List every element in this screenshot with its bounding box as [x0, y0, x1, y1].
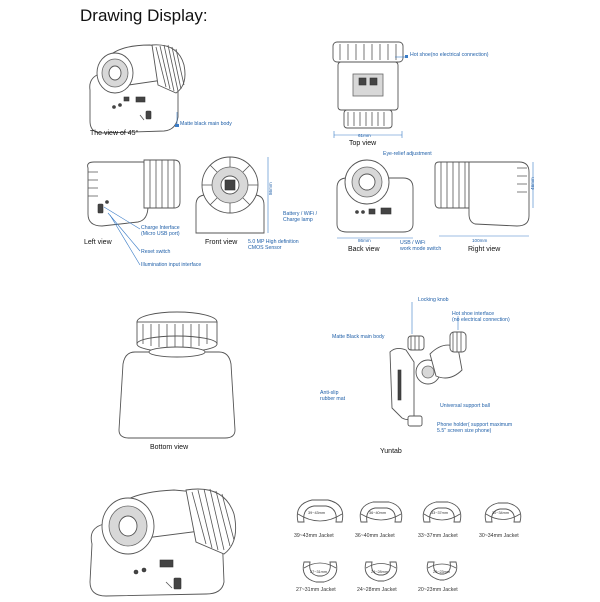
annotation-phone-holder: Phone holder( support maximum 5.5" scree…: [437, 422, 513, 434]
jacket-ring-icon: [426, 561, 458, 581]
annotation-matte-body-yuntab: Matte Black main body: [332, 334, 385, 340]
jacket-ring-text: 27~31mm: [310, 570, 327, 574]
label-front-view: Front view: [205, 239, 238, 246]
dim-86mm-front: 86mm: [268, 182, 273, 195]
annotation-locking-knob: Locking knob: [418, 297, 449, 303]
label-right-view: Right view: [468, 246, 501, 253]
label-top-view: Top view: [349, 140, 377, 147]
jacket-label: 39~43mm Jacket: [294, 533, 334, 539]
page-title: Drawing Display:: [80, 6, 208, 25]
marker-lines-45: [175, 112, 179, 127]
jacket-ring-text: 33~37mm: [431, 511, 448, 515]
jacket-label: 20~23mm Jacket: [418, 587, 458, 593]
label-45-view: The view of 45°: [90, 130, 139, 137]
annotation-reset: Reset switch: [141, 249, 171, 255]
annotation-matte-body: Matte black main body: [180, 121, 232, 127]
label-yuntab: Yuntab: [380, 448, 402, 455]
dim-61mm: 61mm: [358, 133, 371, 138]
device-left-view-drawing: [87, 159, 181, 227]
device-large-render-drawing: [89, 488, 237, 597]
marker-line-hotshoe: [395, 55, 408, 58]
jackets-grid: 39~43mm 39~43mm Jacket 36~40mm 36~40mm J…: [285, 492, 595, 602]
annotation-battery: Battery / WiFi / Charge lamp: [283, 211, 318, 223]
device-back-view-drawing: [336, 159, 414, 239]
jacket-ring-icon: [296, 499, 344, 523]
annotation-anti-slip: Anti-slip rubber mat: [320, 390, 346, 402]
jacket-ring-icon: [484, 502, 522, 523]
device-bottom-view-drawing: [118, 311, 236, 439]
label-back-view: Back view: [348, 246, 380, 253]
annotation-hot-shoe-interface: Hot shoe interface (no electrical connec…: [452, 311, 510, 323]
device-front-view-drawing: [195, 156, 269, 234]
annotation-charge-interface: Charge Interface (Micro USB port): [141, 225, 180, 237]
annotation-illumination: Illumination input interface: [141, 262, 202, 268]
jacket-ring-text: 36~40mm: [369, 511, 386, 515]
jacket-ring-text: 30~34mm: [492, 511, 509, 515]
annotation-hot-shoe: Hot shoe(no electrical connection): [410, 52, 489, 58]
yuntab-mount-drawing: [389, 302, 467, 427]
device-45-view-drawing: [89, 44, 186, 134]
jacket-ring-icon: [422, 501, 462, 523]
device-right-view-drawing: [434, 161, 534, 237]
jacket-label: 33~37mm Jacket: [418, 533, 458, 539]
device-top-view-drawing: [332, 41, 404, 138]
dim-48mm: 48mm: [530, 177, 535, 190]
annotation-eye-relief: Eye-relief adjustment: [383, 151, 432, 157]
label-bottom-view: Bottom view: [150, 444, 189, 451]
label-left-view: Left view: [84, 239, 112, 246]
jacket-ring-text: 39~43mm: [308, 511, 325, 515]
jacket-ring-text: 20~23mm: [433, 570, 450, 574]
jacket-ring-icon: [359, 501, 403, 523]
jacket-label: 24~28mm Jacket: [357, 587, 397, 593]
dim-86mm-back: 86mm: [358, 238, 371, 243]
jacket-ring-icon: [364, 561, 398, 582]
dim-100mm: 100mm: [472, 238, 488, 243]
annotation-universal-ball: Universal support ball: [440, 403, 490, 409]
jacket-ring-icon: [302, 561, 338, 583]
annotation-sensor: 5.0 MP High definition CMOS Sensor: [248, 239, 299, 251]
leader-lines-left: [103, 206, 141, 266]
jacket-label: 36~40mm Jacket: [355, 533, 395, 539]
jacket-label: 30~34mm Jacket: [479, 533, 519, 539]
jacket-ring-text: 24~28mm: [371, 570, 388, 574]
jacket-label: 27~31mm Jacket: [296, 587, 336, 593]
annotation-usb-wifi: USB / WiFi work mode switch: [400, 240, 442, 252]
